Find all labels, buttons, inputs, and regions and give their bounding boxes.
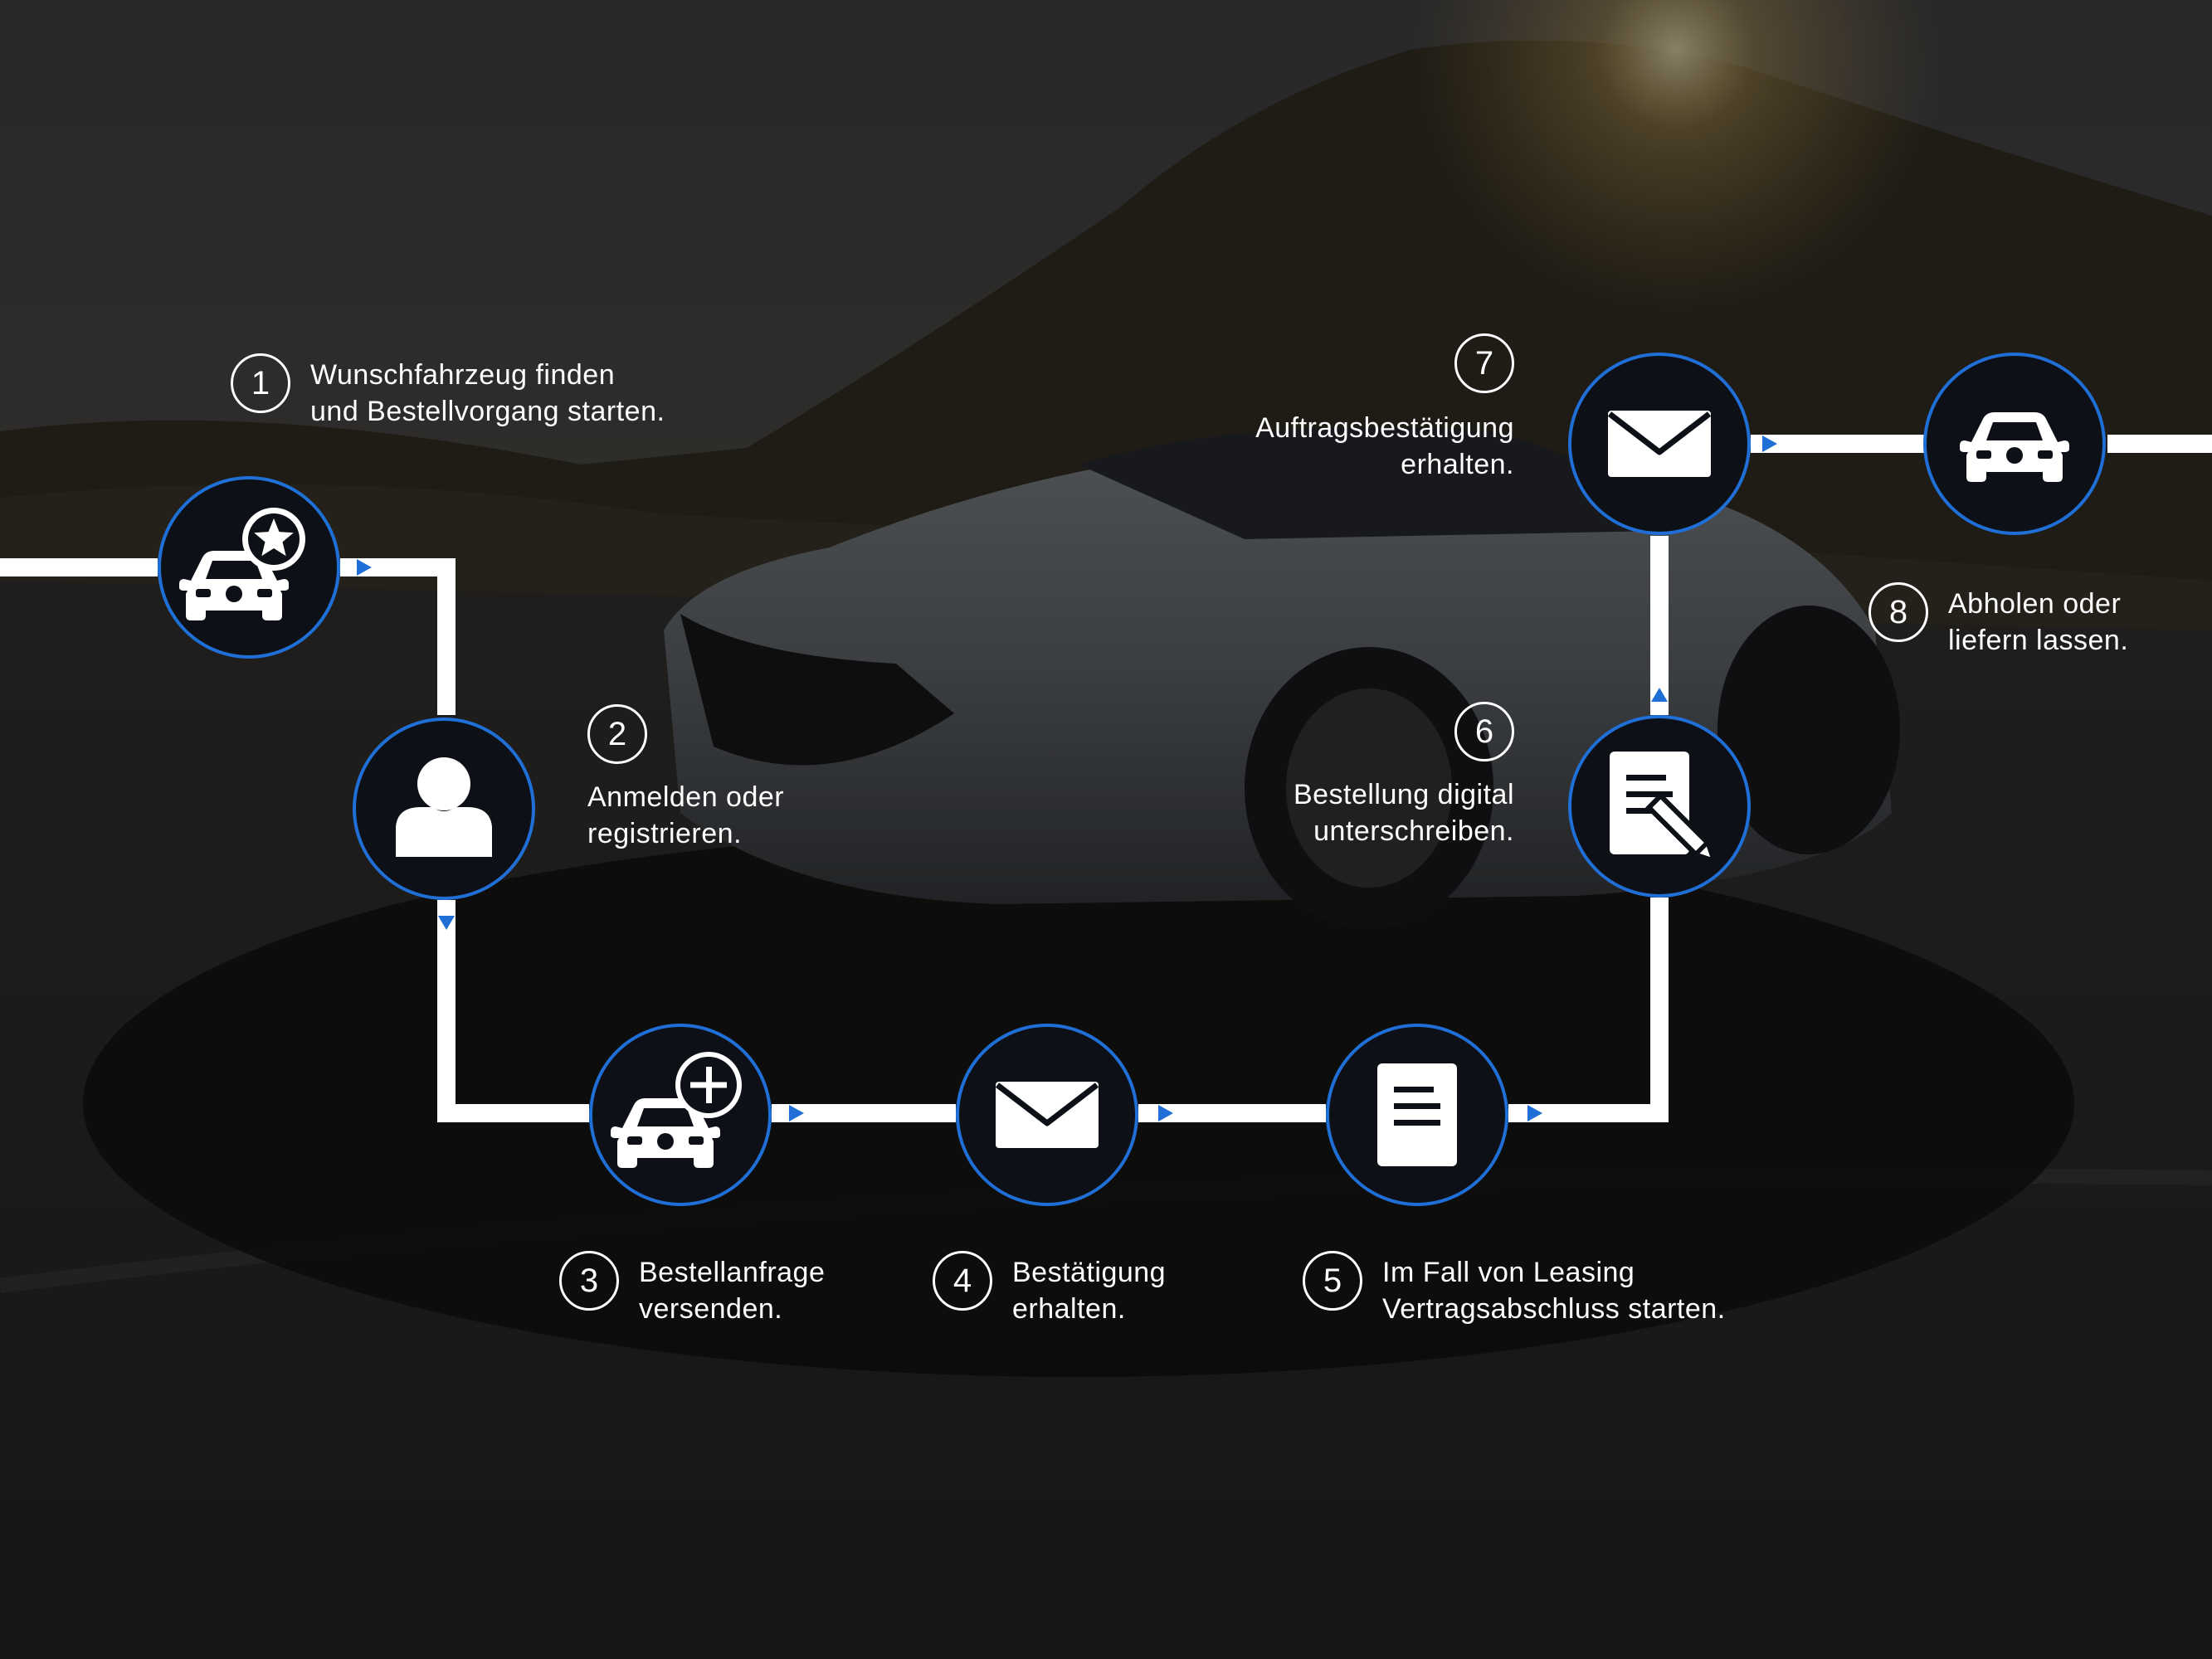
step-1-text-line1: Wunschfahrzeug finden [310, 359, 616, 391]
step-7-text-line1: Auftragsbestätigung [1255, 412, 1514, 444]
car-star-icon [179, 508, 305, 620]
step-number-3: 3 [559, 1251, 619, 1311]
step-4-text-line1: Bestätigung [1012, 1257, 1167, 1288]
step-node-6 [1568, 715, 1751, 898]
document-sign-icon [1610, 752, 1717, 864]
step-node-3 [589, 1024, 772, 1206]
car-icon [1960, 412, 2069, 482]
arrow-right-icon [357, 559, 372, 576]
step-node-7 [1568, 353, 1751, 535]
arrow-right-icon [789, 1105, 804, 1121]
flow-line-1-2 [340, 558, 456, 715]
arrow-down-icon [438, 916, 455, 930]
step-7-text-line2: erhalten. [1401, 449, 1514, 480]
step-number-1: 1 [231, 353, 290, 413]
flow-line-2-3 [437, 900, 589, 1122]
envelope-icon [995, 1082, 1099, 1148]
envelope-icon [1607, 411, 1712, 477]
step-7-label: 7 Auftragsbestätigung erhalten. [1255, 333, 1514, 483]
step-1-label: 1 Wunschfahrzeug finden und Bestellvorgan… [231, 353, 665, 430]
step-2-text-line1: Anmelden oder [587, 781, 785, 813]
step-node-1 [158, 476, 340, 659]
step-1-text-line2: und Bestellvorgang starten. [310, 396, 665, 427]
step-number-6: 6 [1454, 702, 1514, 761]
step-5-text-line1: Im Fall von Leasing [1382, 1257, 1635, 1288]
document-icon [1377, 1063, 1457, 1166]
step-number-5: 5 [1303, 1251, 1362, 1311]
step-number-4: 4 [933, 1251, 992, 1311]
step-2-label: 2 Anmelden oder registrieren. [587, 704, 785, 852]
arrow-right-icon [1158, 1105, 1173, 1121]
step-node-8 [1923, 353, 2106, 535]
arrow-right-icon [1527, 1105, 1542, 1121]
step-6-text-line2: unterschreiben. [1313, 815, 1514, 847]
step-6-text-line1: Bestellung digital [1293, 779, 1514, 810]
flow-line-5-6 [1508, 898, 1669, 1122]
step-6-label: 6 Bestellung digital unterschreiben. [1293, 702, 1514, 849]
arrow-right-icon [1762, 435, 1777, 452]
step-8-text-line1: Abholen oder [1948, 588, 2122, 620]
step-number-8: 8 [1869, 582, 1928, 642]
step-2-text-line2: registrieren. [587, 818, 743, 849]
step-node-4 [956, 1024, 1138, 1206]
step-5-text-line2: Vertragsabschluss starten. [1382, 1293, 1726, 1325]
step-number-7: 7 [1454, 333, 1514, 393]
step-number-2: 2 [587, 704, 647, 764]
step-node-2 [353, 718, 535, 900]
step-8-label: 8 Abholen oder liefern lassen. [1869, 582, 2129, 659]
step-3-text-line1: Bestellanfrage [639, 1257, 826, 1288]
car-plus-icon [611, 1052, 742, 1168]
step-3-text-line2: versenden. [639, 1293, 783, 1325]
flow-lines [0, 435, 2212, 1122]
step-nodes [158, 353, 2106, 1206]
step-node-5 [1326, 1024, 1508, 1206]
step-3-label: 3 Bestellanfrage versenden. [559, 1251, 826, 1327]
step-8-text-line2: liefern lassen. [1948, 625, 2129, 656]
user-icon [396, 757, 492, 857]
arrow-up-icon [1651, 688, 1668, 702]
step-4-text-line2: erhalten. [1012, 1293, 1126, 1325]
step-4-label: 4 Bestätigung erhalten. [933, 1251, 1167, 1327]
